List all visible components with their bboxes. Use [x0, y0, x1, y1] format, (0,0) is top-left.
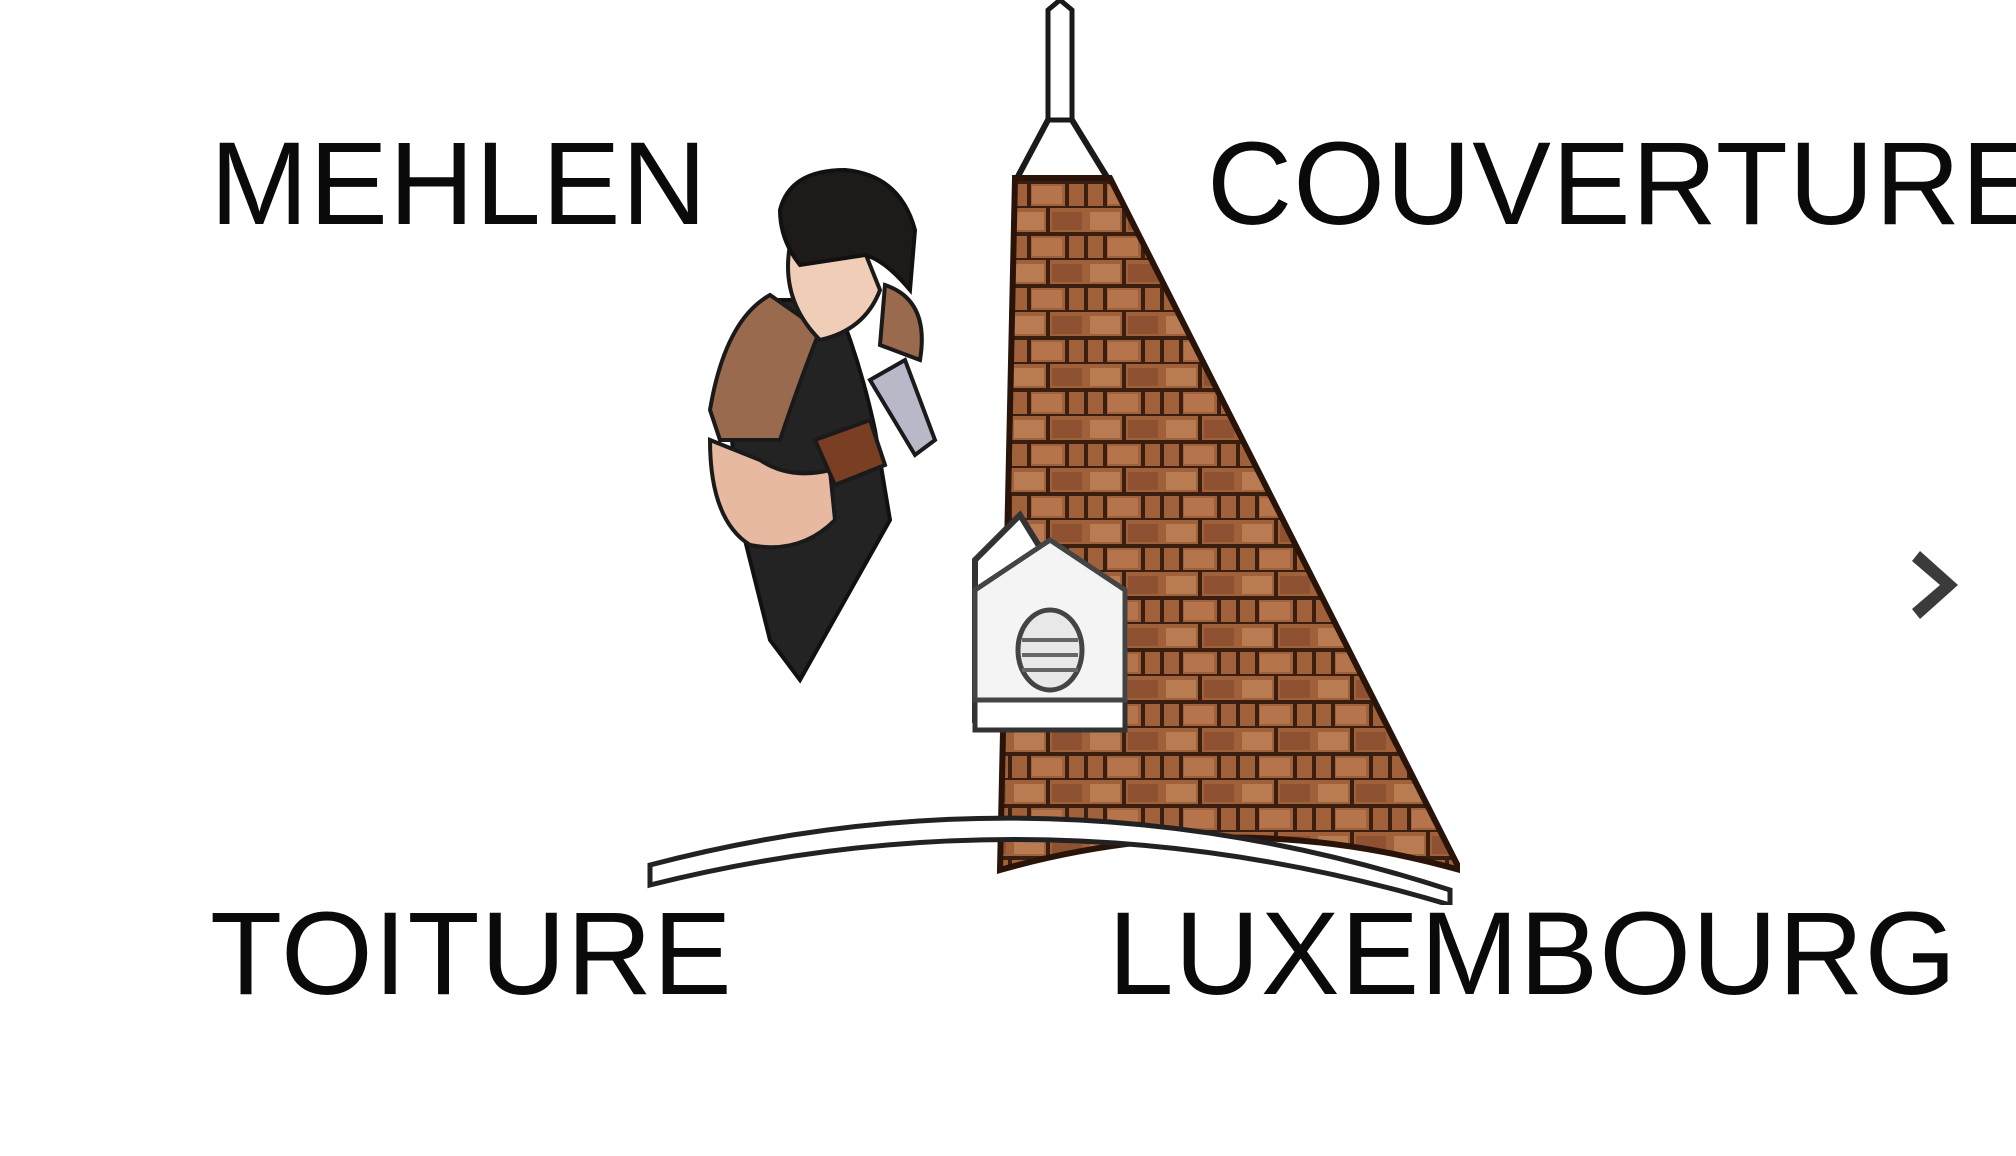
logo-word-top-left: MEHLEN — [210, 118, 708, 250]
roof-emblem — [972, 510, 1128, 733]
chevron-right-icon — [1912, 551, 1958, 619]
tiled-roof — [996, 175, 1460, 874]
logo-word-bottom-right: LUXEMBOURG — [1108, 888, 1958, 1020]
next-slide-button[interactable] — [1900, 535, 1980, 635]
logo-word-top-right: COUVERTURE — [1207, 118, 2016, 250]
roof-gutter — [647, 815, 1453, 905]
roofer — [707, 167, 938, 684]
spire — [1012, 0, 1113, 184]
logo-word-bottom-left: TOITURE — [210, 888, 733, 1020]
roofer-illustration — [647, 0, 1460, 905]
